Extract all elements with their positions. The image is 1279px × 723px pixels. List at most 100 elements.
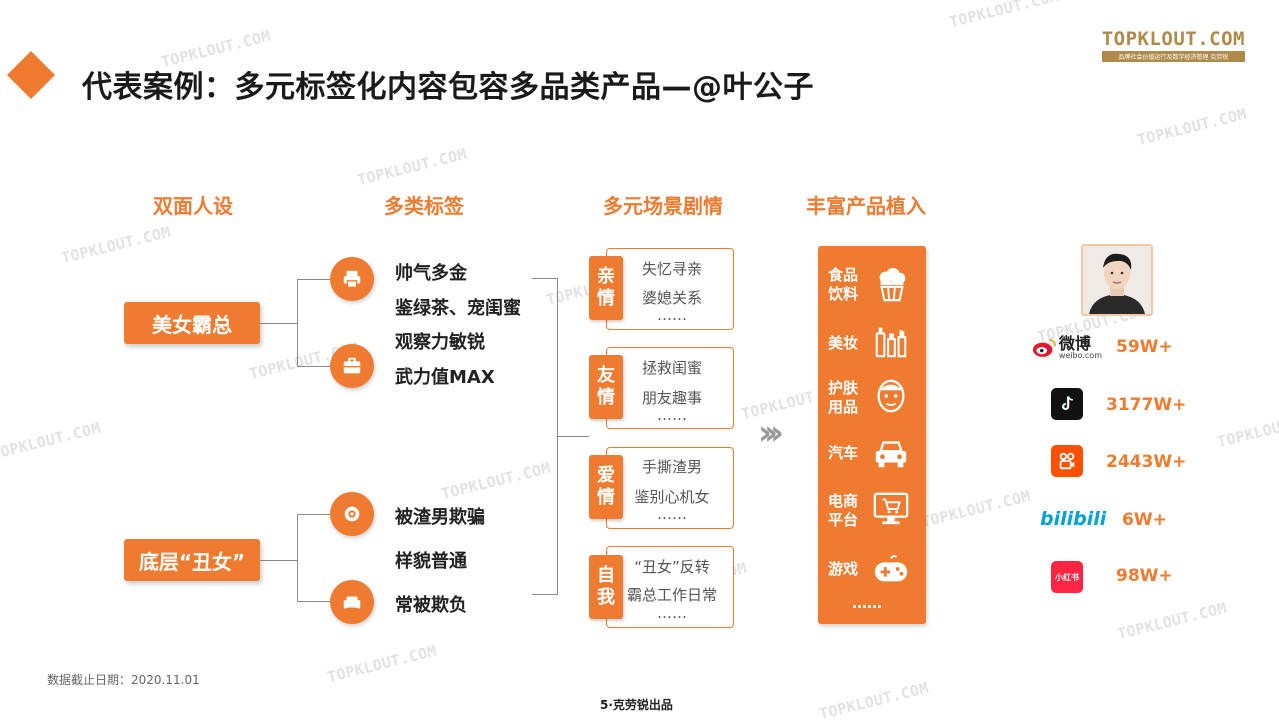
product-label: 汽车 <box>828 444 858 463</box>
column-header-scenes: 多元场景剧情 <box>603 194 723 218</box>
watermark: TOPKLOUT.COM <box>1115 598 1229 644</box>
tag-label: 观察力敏锐 <box>395 332 485 353</box>
product-label-line: 食品 <box>828 266 859 284</box>
xiaohongshu-name: 小红书 <box>1055 572 1079 582</box>
briefcase-icon <box>330 344 374 388</box>
persona-box-ugly-girl: 底层“丑女” <box>124 539 260 581</box>
xiaohongshu-icon: 小红书 <box>1051 561 1083 593</box>
product-label-line: 汽车 <box>828 444 859 462</box>
cosmetics-icon <box>872 322 910 364</box>
watermark: TOPKLOUT.COM <box>1135 104 1249 150</box>
tag-label: 帅气多金 <box>395 263 467 284</box>
watermark: TOPKLOUT.COM <box>1215 406 1279 452</box>
product-label-line: 用品 <box>828 397 859 416</box>
connector-line <box>532 594 558 595</box>
scene-line: …… <box>657 505 687 523</box>
scene-tag-love: 爱 情 <box>589 455 623 519</box>
product-label-line: 饮料 <box>828 284 859 303</box>
scene-tag-char: 友 <box>597 365 615 387</box>
scene-line: 婆媳关系 <box>641 289 702 307</box>
gamepad-icon <box>872 551 910 593</box>
persona-box-ceo: 美女霸总 <box>124 302 260 344</box>
scene-line: 拯救闺蜜 <box>641 359 702 377</box>
scene-tag-char: 情 <box>597 288 615 309</box>
cupcake-icon <box>872 265 910 307</box>
title-diamond-icon <box>6 50 56 100</box>
topklout-logo: TOPKLOUT.COM 品牌社会价值运行及数字经济管理 克劳锐 <box>1101 28 1245 62</box>
connector-line <box>297 366 330 367</box>
weibo-icon <box>1032 339 1056 357</box>
sofa-icon <box>330 580 374 624</box>
column-header-tags: 多类标签 <box>384 194 464 218</box>
bilibili-followers: 6W+ <box>1122 510 1167 530</box>
scene-line: 朋友趣事 <box>641 389 702 407</box>
product-label: 护肤 用品 <box>828 379 858 417</box>
scene-tag-friendship: 友 情 <box>589 355 623 419</box>
connector-line <box>297 279 298 367</box>
product-panel <box>818 246 926 624</box>
scene-card-self <box>606 546 734 628</box>
product-label: 食品 饮料 <box>828 266 858 304</box>
scene-tag-char: 亲 <box>597 266 615 288</box>
weibo-followers: 59W+ <box>1116 337 1173 357</box>
watermark: TOPKLOUT.COM <box>439 458 553 504</box>
scene-card-family <box>606 248 734 330</box>
scene-tag-char: 情 <box>597 487 615 508</box>
scene-line: 失忆寻亲 <box>641 260 702 278</box>
douyin-icon <box>1051 388 1083 420</box>
product-label-line: 美妆 <box>828 334 859 352</box>
scene-tag-self: 自 我 <box>589 555 623 619</box>
product-label-line: 平台 <box>828 510 859 529</box>
watermark: TOPKLOUT.COM <box>59 222 173 268</box>
avatar <box>1081 244 1153 316</box>
kuaishou-icon <box>1051 445 1083 477</box>
weibo-url: weibo.com <box>1058 351 1102 360</box>
kuaishou-followers: 2443W+ <box>1106 452 1187 472</box>
page-title: 代表案例：多元标签化内容包容多品类产品—@叶公子 <box>82 70 814 105</box>
product-label-line: 护肤 <box>828 379 859 397</box>
tag-label: 鉴绿茶、宠闺蜜 <box>395 298 521 319</box>
scene-line: …… <box>657 306 687 324</box>
tag-label: 被渣男欺骗 <box>395 507 485 528</box>
weibo-name: 微博 <box>1058 334 1091 353</box>
watermark: TOPKLOUT.COM <box>0 418 103 464</box>
scene-card-friendship <box>606 347 734 429</box>
watermark: TOPKLOUT.COM <box>947 0 1061 32</box>
tag-label: 常被欺负 <box>395 595 467 616</box>
scene-tag-family: 亲 情 <box>589 256 623 320</box>
connector-line <box>297 601 330 602</box>
scene-line: …… <box>657 406 687 424</box>
scene-tag-char: 情 <box>597 387 615 408</box>
watermark: TOPKLOUT.COM <box>325 641 439 687</box>
douyin-followers: 3177W+ <box>1106 395 1187 415</box>
scene-line: “丑女”反转 <box>634 558 710 576</box>
connector-line <box>297 514 298 602</box>
target-icon <box>330 492 374 536</box>
connector-line <box>260 560 298 561</box>
column-header-persona: 双面人设 <box>153 194 233 218</box>
scene-line: 鉴别心机女 <box>634 488 710 506</box>
monitor-cart-icon <box>872 490 910 532</box>
product-more: …… <box>852 594 882 612</box>
logo-text: TOPKLOUT.COM <box>1101 28 1245 50</box>
scene-line: 手撕渣男 <box>641 458 702 476</box>
double-chevron-right-icon: ››› <box>758 413 784 453</box>
connector-line <box>297 279 330 280</box>
face-mask-icon <box>872 377 910 419</box>
car-icon <box>872 434 910 476</box>
bilibili-logo: bilibili <box>1040 508 1107 530</box>
tag-label: 样貌普通 <box>395 551 467 572</box>
product-label-line: 游戏 <box>828 560 859 578</box>
scene-tag-char: 自 <box>597 565 615 587</box>
xiaohongshu-followers: 98W+ <box>1116 566 1173 586</box>
scene-line: 霸总工作日常 <box>626 586 717 604</box>
page-footer: 5·克劳锐出品 <box>600 698 673 712</box>
product-label: 电商 平台 <box>828 492 858 530</box>
connector-line <box>297 514 330 515</box>
tag-label: 武力值MAX <box>395 367 495 388</box>
scene-tag-char: 我 <box>597 587 615 608</box>
connector-line <box>557 436 589 437</box>
product-label: 美妆 <box>828 334 858 353</box>
column-header-products: 丰富产品植入 <box>806 194 926 218</box>
watermark: TOPKLOUT.COM <box>919 486 1033 532</box>
